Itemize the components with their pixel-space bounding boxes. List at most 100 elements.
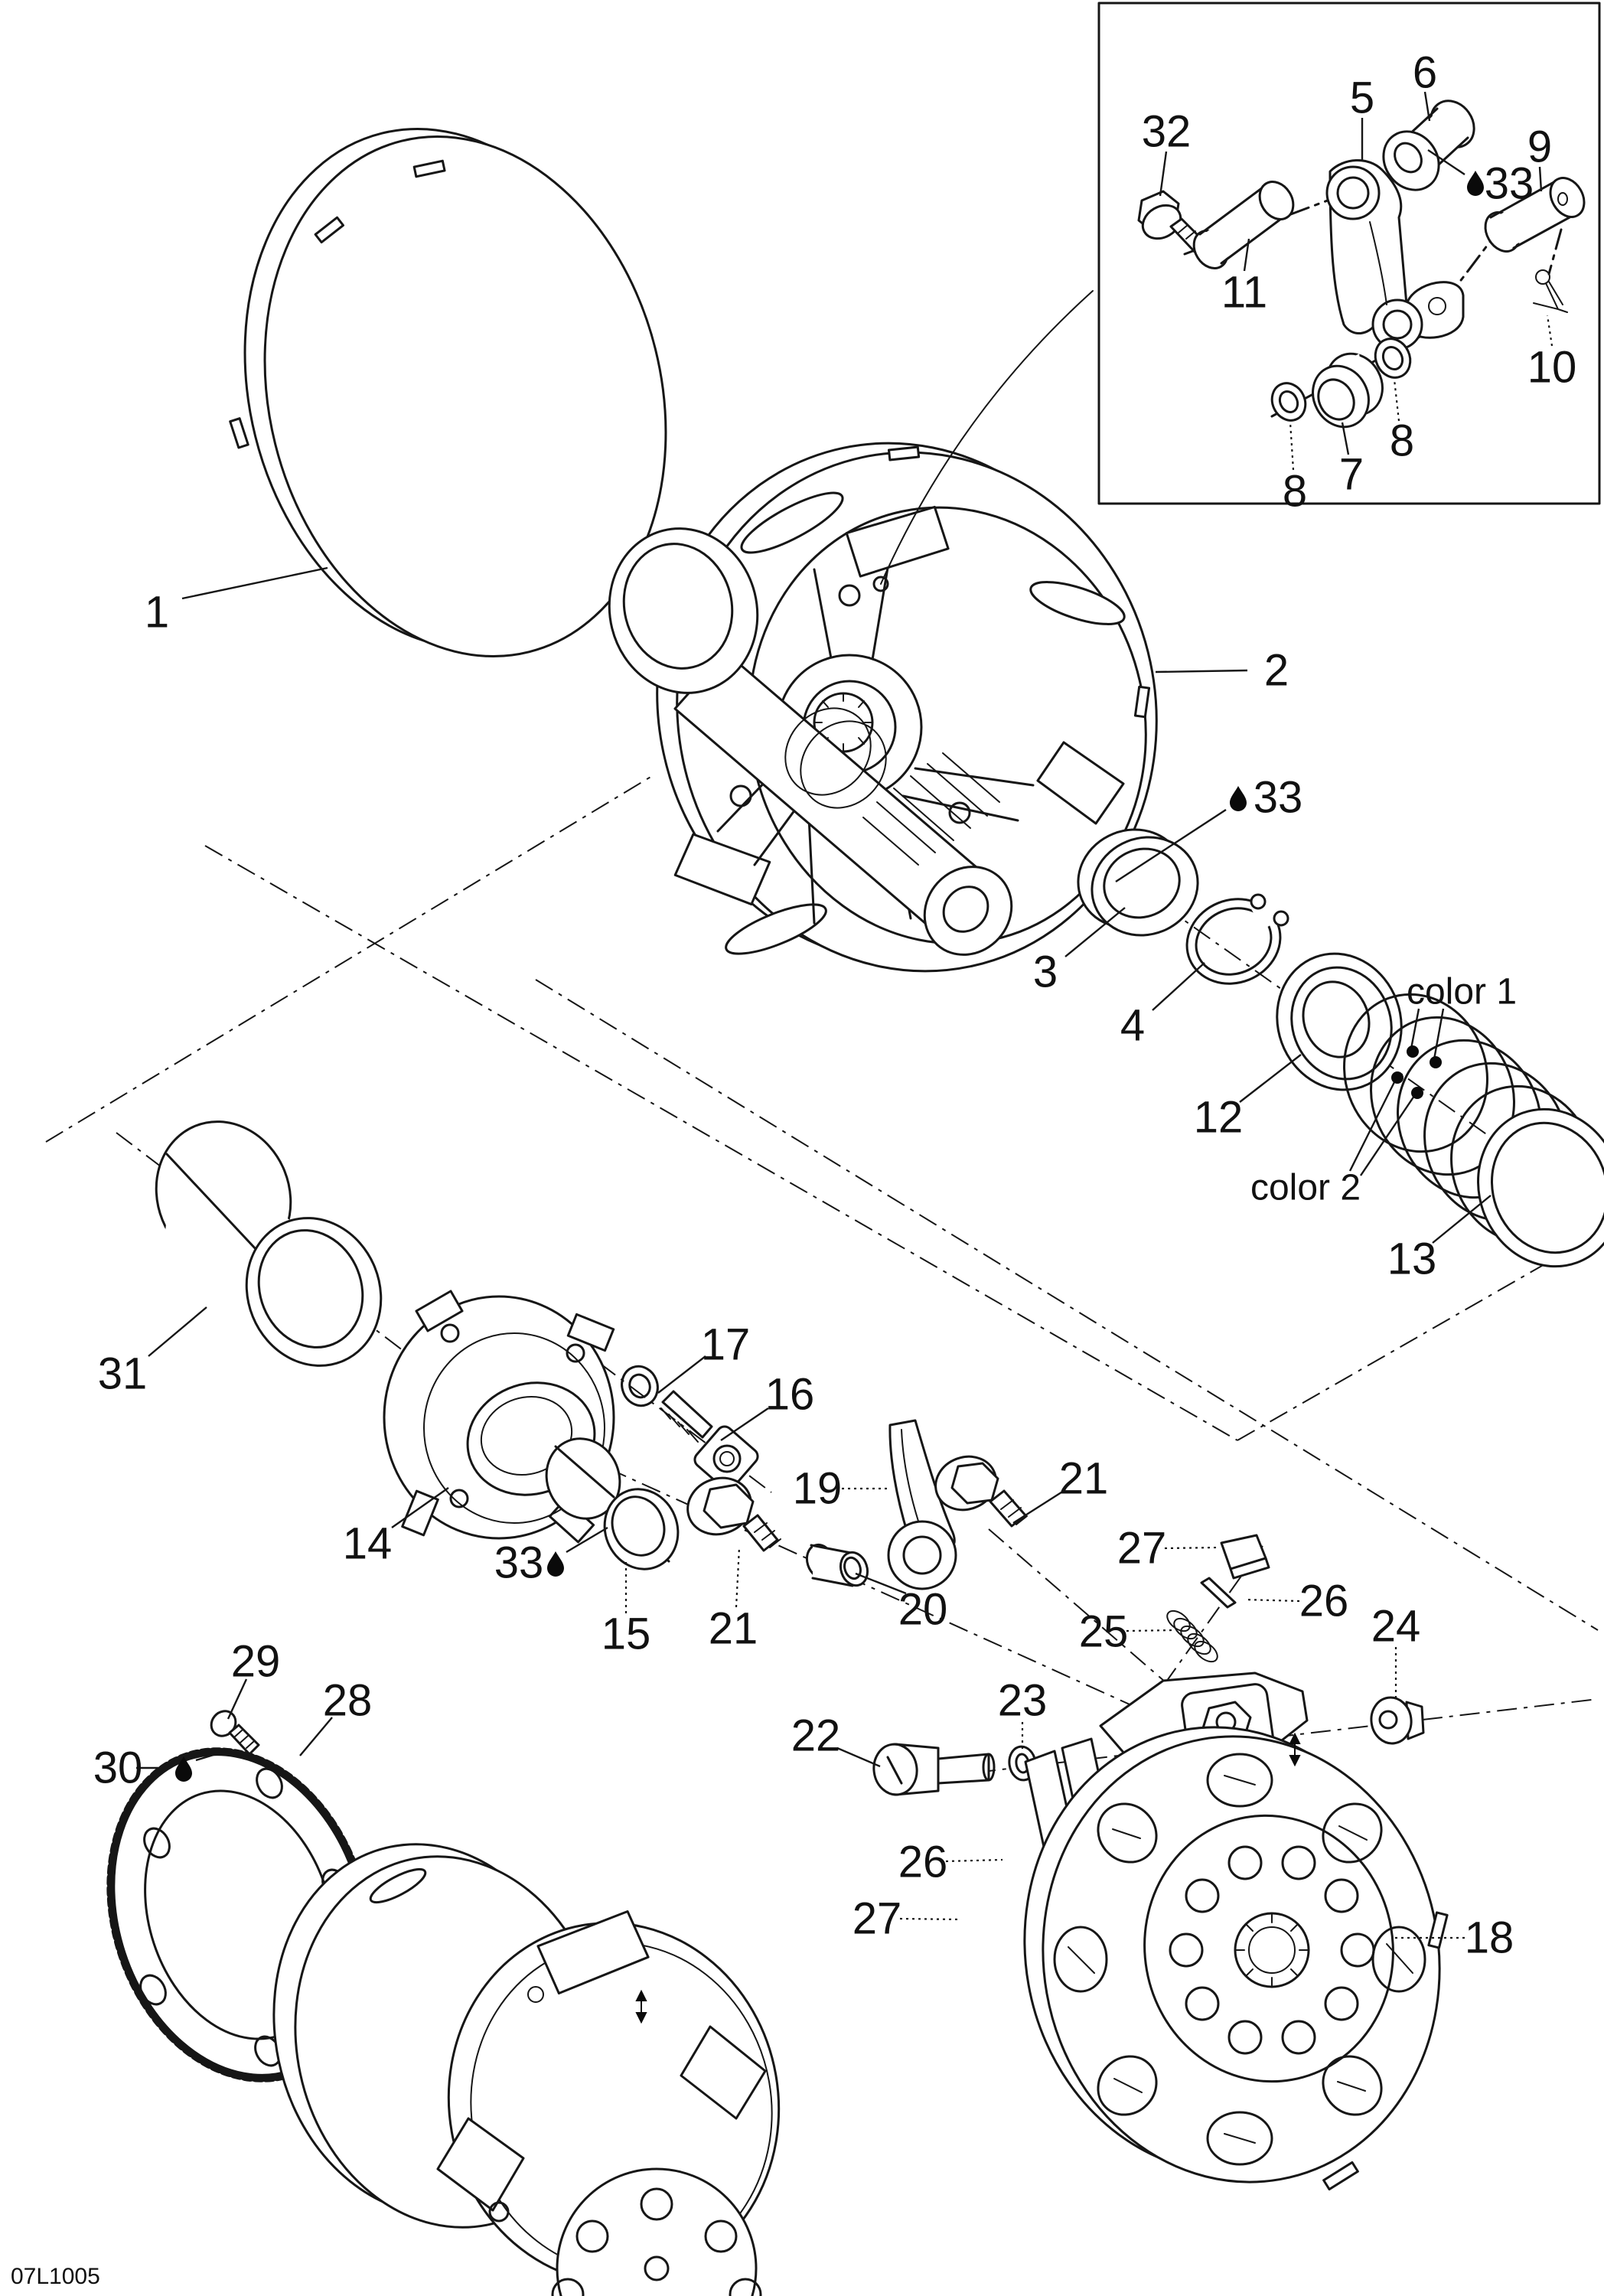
drum-assembly <box>272 1843 781 2296</box>
callout-18: 18 <box>1394 1913 1514 1963</box>
leader-line <box>566 1526 608 1554</box>
leader-line <box>735 1547 741 1608</box>
callout-20: 20 <box>855 1572 948 1635</box>
callout-number-21-left: 21 <box>709 1604 758 1654</box>
callout-number-27-lower: 27 <box>853 1894 902 1944</box>
callout-11: 11 <box>1221 238 1267 318</box>
callout-number-16: 16 <box>765 1370 815 1420</box>
part-8-washer-left <box>1270 382 1307 422</box>
callout-21-right: 21 <box>1012 1454 1108 1525</box>
callout-12: 12 <box>1194 1054 1302 1143</box>
leader-line <box>1115 808 1227 883</box>
callout-number-6: 6 <box>1413 48 1437 98</box>
callout-27-upper: 27 <box>1117 1524 1219 1574</box>
part-12-spring-seat <box>1276 952 1403 1091</box>
spring-color-mark <box>1391 1071 1404 1084</box>
part-10-cotter-pin <box>1533 269 1568 313</box>
leader-line <box>1423 91 1431 122</box>
callout-number-13: 13 <box>1387 1234 1437 1284</box>
part-8-washer-right <box>1374 338 1412 379</box>
leader-line <box>1341 422 1350 455</box>
leader-line <box>1348 1081 1396 1172</box>
callout-33-top: 33 <box>1115 773 1302 883</box>
leader-line <box>1538 166 1543 192</box>
spring-color-mark <box>1411 1087 1423 1099</box>
callout-33-inset: 33 <box>1427 149 1534 209</box>
leader-line <box>1244 1598 1300 1603</box>
callout-number-8-right: 8 <box>1390 416 1414 466</box>
callout-21-left: 21 <box>709 1547 758 1654</box>
part-21-bolt-left <box>686 1476 781 1552</box>
callout-26-lower: 26 <box>898 1838 1003 1887</box>
part-5-lever-arm <box>1325 159 1465 351</box>
part-11-pin <box>1192 181 1295 269</box>
part-21-bolt-right <box>934 1455 1028 1528</box>
leader-line <box>720 1407 769 1441</box>
alignment-arrow-marker <box>1289 1732 1301 1767</box>
callout-6: 6 <box>1413 48 1437 122</box>
leader-line <box>945 1858 1003 1863</box>
leader-line <box>1159 151 1168 197</box>
callout-number-25: 25 <box>1079 1607 1129 1657</box>
callout-17: 17 <box>657 1320 751 1394</box>
callout-number-17: 17 <box>701 1320 751 1370</box>
part-25-spring <box>1166 1609 1218 1663</box>
part-16-socket-screw <box>660 1390 759 1491</box>
callout-number-33-inset: 33 <box>1485 159 1534 209</box>
callout-number-8-left: 8 <box>1283 467 1307 517</box>
callout-5: 5 <box>1350 73 1374 161</box>
leader-line <box>1360 1095 1415 1176</box>
callout-13: 13 <box>1387 1195 1492 1284</box>
callout-number-24: 24 <box>1371 1602 1421 1652</box>
callout-3: 3 <box>1033 907 1126 997</box>
callout-8-right: 8 <box>1390 379 1414 466</box>
callout-number-9: 9 <box>1527 122 1552 172</box>
callout-number-12: 12 <box>1194 1093 1244 1143</box>
callout-28: 28 <box>299 1676 372 1756</box>
leader-line <box>1427 149 1465 175</box>
oil-drop-icon <box>1467 171 1484 196</box>
leader-line <box>836 1746 881 1768</box>
oil-drop-icon <box>1230 786 1247 811</box>
oil-drop-icon <box>175 1756 192 1782</box>
part-9-clevis-pin <box>1484 177 1586 253</box>
callout-22: 22 <box>791 1711 881 1768</box>
part-15-bushing <box>545 1437 680 1570</box>
leader-line <box>1393 379 1400 422</box>
inset-box <box>1097 2 1601 505</box>
callout-number-29: 29 <box>231 1637 281 1687</box>
callout-color-2: color 2 <box>1250 1081 1415 1208</box>
part-31-sleeve <box>155 1120 383 1367</box>
leader-line <box>1243 238 1250 272</box>
leader-line <box>1410 1008 1420 1049</box>
leader-line <box>1432 1195 1492 1244</box>
alignment-arrow-marker <box>635 1989 647 2024</box>
callout-number-7: 7 <box>1339 450 1364 500</box>
callout-27-lower: 27 <box>853 1894 962 1944</box>
callout-number-14: 14 <box>343 1519 393 1569</box>
callout-number-19: 19 <box>793 1464 843 1514</box>
leader-line <box>657 1355 706 1394</box>
callout-number-15: 15 <box>602 1609 651 1659</box>
part-18-governor-support <box>1023 1671 1449 2191</box>
callout-32: 32 <box>1142 107 1191 197</box>
part-2-sliding-sheave <box>656 290 1158 973</box>
leader-line <box>1546 315 1553 347</box>
part-7-bushing <box>1312 352 1384 429</box>
callout-number-31: 31 <box>98 1349 148 1399</box>
leader-line <box>1064 907 1126 957</box>
part-20-roller <box>805 1543 869 1587</box>
page-code: 07L1005 <box>11 2264 100 2289</box>
oil-drop-icon <box>547 1551 564 1577</box>
callout-4: 4 <box>1120 962 1205 1051</box>
leader-line <box>855 1572 907 1595</box>
callout-number-20: 20 <box>898 1585 948 1635</box>
inset-detail <box>1097 2 1601 505</box>
callout-30: 30 <box>93 1743 232 1793</box>
leader-line <box>391 1487 449 1528</box>
callout-24: 24 <box>1371 1602 1421 1699</box>
part-29-screw <box>210 1710 260 1756</box>
